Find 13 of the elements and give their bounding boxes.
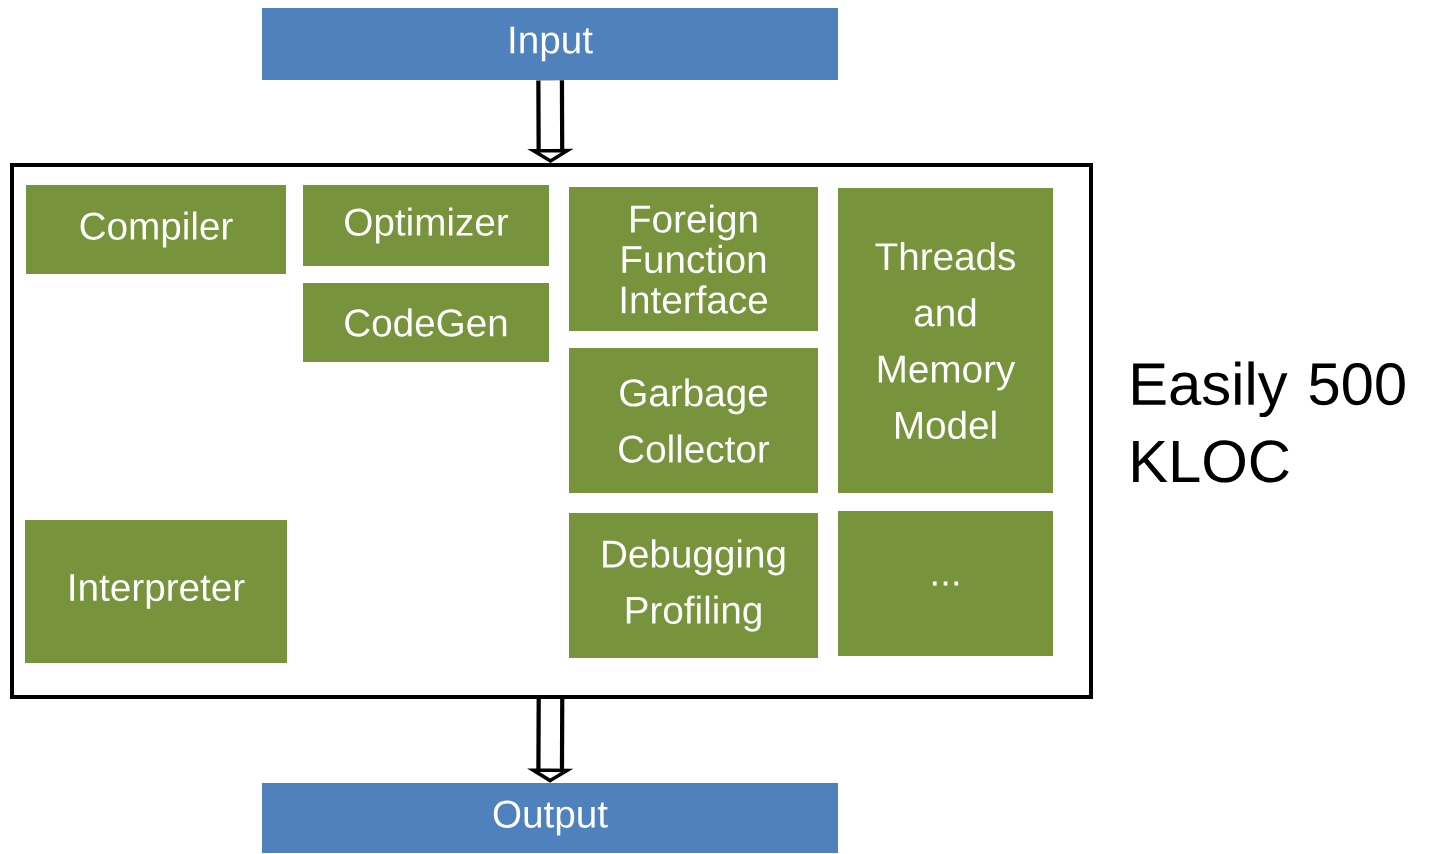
annotation-text: Easily 500 KLOC [1133, 361, 1405, 483]
io-box: Input [262, 8, 838, 80]
module-box: Compiler [26, 185, 286, 274]
module-box: CodeGen [303, 283, 549, 362]
module-box: Garbage Collector [569, 348, 818, 493]
module-box: Debugging Profiling [569, 513, 818, 658]
module-box: Interpreter [25, 520, 287, 663]
module-box: Foreign Function Interface [569, 187, 818, 331]
frame-box [10, 163, 1093, 699]
module-box: ... [838, 511, 1053, 656]
module-box: Optimizer [303, 185, 549, 266]
module-box: Threads and Memory Model [838, 188, 1053, 493]
io-box: Output [262, 783, 838, 853]
